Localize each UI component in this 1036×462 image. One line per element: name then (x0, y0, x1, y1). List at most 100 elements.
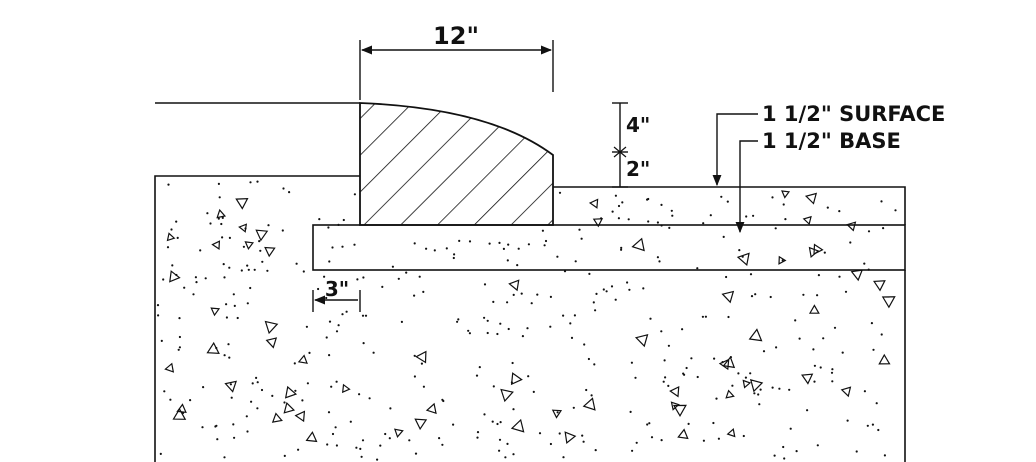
aggregate-dot (687, 422, 690, 425)
aggregate-dot (816, 294, 819, 297)
aggregate-dot (595, 292, 598, 295)
aggregate-dot (849, 241, 852, 244)
aggregate-stone (781, 190, 791, 199)
aggregate-dot (281, 229, 284, 232)
aggregate-stone (748, 328, 763, 342)
aggregate-dot (498, 438, 502, 441)
aggregate-dot (872, 348, 875, 351)
aggregate-dot (475, 374, 479, 377)
aggregate-dot (635, 441, 638, 444)
aggregate-dot (696, 267, 699, 270)
aggregate-dot (690, 357, 693, 360)
aggregate-dot (782, 445, 785, 449)
aggregate-dot (364, 314, 368, 317)
aggregate-dot (630, 361, 634, 364)
aggregate-dot (496, 422, 499, 426)
aggregate-dot (438, 437, 441, 440)
aggregate-dot (170, 228, 173, 231)
aggregate-dot (507, 243, 510, 246)
aggregate-dot (397, 277, 400, 280)
aggregate-dot (660, 439, 663, 442)
curb-section (359, 102, 554, 226)
aggregate-stone (551, 409, 563, 419)
aggregate-dot (502, 247, 505, 250)
aggregate-dot (504, 456, 507, 459)
aggregate-dot (294, 389, 297, 392)
aggregate-stone (224, 380, 237, 393)
aggregate-dot (361, 439, 365, 442)
aggregate-dot (245, 415, 248, 418)
aggregate-stone (164, 362, 175, 373)
aggregate-dot (228, 266, 231, 269)
aggregate-dot (335, 444, 338, 447)
aggregate-dot (368, 397, 371, 400)
aggregate-dot (795, 450, 798, 453)
aggregate-stone (235, 197, 249, 210)
aggregate-dot (527, 375, 530, 378)
aggregate-dot (667, 344, 671, 347)
aggregate-dot (452, 256, 455, 260)
aggregate-dot (223, 354, 226, 357)
aggregate-dot (762, 350, 766, 353)
aggregate-dot (620, 246, 623, 249)
aggregate-dot (389, 407, 392, 410)
aggregate-dot (425, 247, 428, 250)
aggregate-dot (228, 356, 231, 359)
aggregate-dot (863, 390, 867, 393)
aggregate-stone (873, 280, 886, 292)
aggregate-dot (620, 248, 623, 251)
aggregate-dot (217, 217, 220, 220)
aggregate-dot (802, 293, 805, 296)
aggregate-dot (256, 407, 259, 410)
aggregate-dot (453, 253, 456, 256)
aggregate-dot (157, 314, 160, 317)
aggregate-dot (260, 388, 264, 392)
aggregate-dot (737, 372, 740, 375)
aggregate-stone (264, 320, 279, 335)
aggregate-dot (353, 193, 356, 196)
aggregate-dot (229, 383, 232, 386)
aggregate-dot (418, 275, 421, 278)
aggregate-stone (726, 428, 736, 438)
aggregate-dot (572, 406, 575, 409)
aggregate-dot (233, 436, 236, 439)
aggregate-dot (230, 396, 233, 399)
aggregate-dot (512, 408, 515, 411)
aggregate-dot (647, 197, 650, 201)
aggregate-dot (769, 295, 772, 299)
aggregate-dot (883, 454, 887, 457)
aggregate-dot (668, 226, 671, 229)
aggregate-dot (441, 443, 444, 446)
aggregate-dot (381, 285, 384, 288)
aggregate-dot (249, 181, 252, 184)
aggregate-dot (328, 320, 332, 323)
aggregate-stone (749, 379, 764, 393)
curb-rise-label: 4" (626, 113, 650, 137)
aggregate-dot (656, 256, 660, 259)
aggregate-dot (253, 268, 256, 271)
aggregate-stone (271, 412, 283, 423)
aggregate-dot (838, 275, 841, 278)
aggregate-dot (335, 330, 339, 333)
aggregate-dot (220, 222, 223, 226)
aggregate-stone (850, 269, 864, 282)
aggregate-dot (384, 432, 387, 436)
aggregate-dot (726, 200, 729, 203)
aggregate-dot (642, 287, 645, 290)
aggregate-stone (722, 356, 736, 369)
aggregate-dot (562, 456, 565, 459)
aggregate-stone (592, 218, 604, 228)
aggregate-dot (744, 376, 748, 379)
surface-callout-label: 1 1/2" SURFACE (762, 102, 945, 126)
aggregate-dot (362, 342, 365, 345)
aggregate-dot (222, 263, 225, 266)
aggregate-dot (863, 262, 866, 265)
aggregate-dot (656, 221, 660, 224)
aggregate-dot (209, 222, 212, 225)
aggregate-dot (712, 421, 715, 425)
aggregate-dot (562, 314, 565, 317)
aggregate-dot (581, 434, 584, 437)
aggregate-dot (775, 346, 778, 349)
aggregate-dot (722, 235, 725, 238)
aggregate-dot (175, 220, 178, 223)
